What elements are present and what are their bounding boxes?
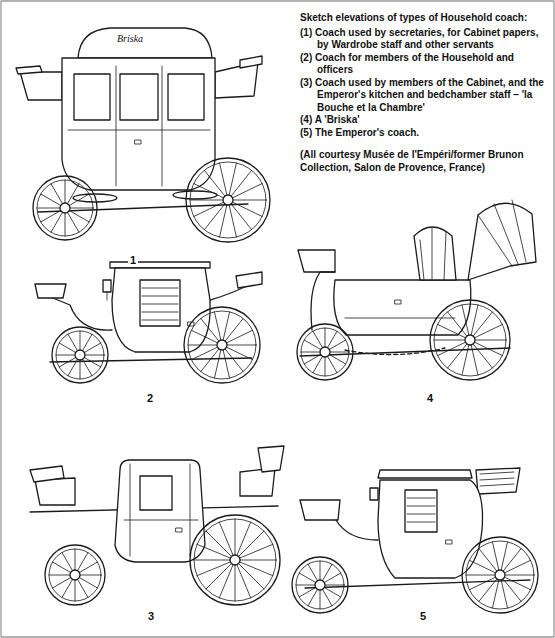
coach-5 bbox=[300, 468, 530, 588]
callout-number: 1 bbox=[128, 254, 138, 266]
coach-1 bbox=[16, 28, 262, 212]
wheel bbox=[462, 537, 538, 613]
coach-3 bbox=[30, 446, 284, 562]
key-entry: (1) Coach used by secretaries, for Cabin… bbox=[300, 27, 548, 52]
callout-number: 4 bbox=[425, 392, 435, 404]
title: Sketch elevations of types of Household … bbox=[300, 12, 548, 25]
callout-number: 2 bbox=[145, 392, 155, 404]
wheel bbox=[190, 515, 280, 605]
key-entry: (5) The Emperor's coach. bbox=[300, 127, 548, 140]
wheel bbox=[33, 176, 97, 240]
coach-4-briska bbox=[298, 200, 536, 356]
wheel bbox=[45, 545, 105, 605]
wheel bbox=[186, 158, 270, 242]
coach-2 bbox=[35, 262, 262, 362]
callout-number: 3 bbox=[146, 610, 156, 622]
wheel bbox=[52, 327, 108, 383]
wheel bbox=[297, 324, 353, 380]
roof-inscription: Briska bbox=[116, 33, 144, 44]
key-entry: (4) A 'Briska' bbox=[300, 114, 548, 127]
wheel bbox=[430, 300, 510, 380]
caption: (All courtesy Musée de l'Empéri/former B… bbox=[300, 149, 548, 174]
callout-number: 5 bbox=[418, 610, 428, 622]
wheel bbox=[184, 307, 260, 383]
wheel bbox=[292, 557, 348, 613]
wheels bbox=[33, 158, 538, 613]
key-block: Sketch elevations of types of Household … bbox=[300, 12, 548, 174]
key-entry: (2) Coach for members of the Household a… bbox=[300, 52, 548, 77]
key-entry: (3) Coach used by members of the Cabinet… bbox=[300, 77, 548, 115]
